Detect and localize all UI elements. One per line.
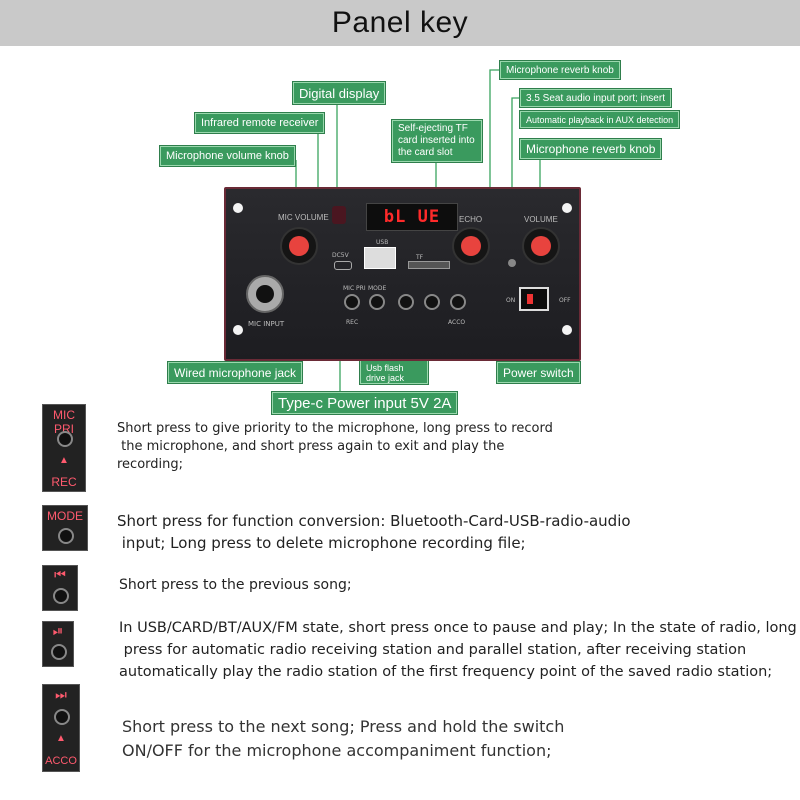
label-dc5v: DC5V bbox=[332, 252, 349, 259]
key-1-description: Short press to give priority to the micr… bbox=[117, 421, 553, 472]
typec-port[interactable] bbox=[334, 261, 352, 270]
callout-power-switch: Power switch bbox=[497, 362, 580, 383]
usb-port[interactable] bbox=[364, 247, 396, 269]
callout-typec: Type-c Power input 5V 2A bbox=[272, 392, 458, 414]
play-pause-button-icon: ⏯ bbox=[42, 621, 74, 667]
label-on: ON bbox=[506, 297, 516, 304]
mic-volume-knob[interactable] bbox=[280, 227, 318, 265]
infrared-receiver bbox=[332, 206, 346, 224]
callout-tf-card: Self-ejecting TF card inserted into the … bbox=[392, 120, 482, 162]
page-title: Panel key bbox=[331, 6, 469, 39]
previous-button-icon: ⏮ bbox=[42, 565, 78, 611]
callout-mic-reverb-right: Microphone reverb knob bbox=[520, 139, 662, 159]
wired-mic-jack[interactable] bbox=[246, 275, 284, 313]
callout-digital-display: Digital display bbox=[293, 82, 386, 104]
callout-wired-mic: Wired microphone jack bbox=[168, 362, 303, 383]
board-mode-button[interactable] bbox=[369, 294, 385, 310]
callout-infrared: Infrared remote receiver bbox=[195, 113, 325, 133]
aux-jack[interactable] bbox=[508, 259, 516, 267]
callout-mic-reverb-top: Microphone reverb knob bbox=[500, 61, 620, 79]
label-mic-input: MIC INPUT bbox=[248, 320, 285, 328]
mic-pri-rec-button-icon: MIC PRI ▲ REC bbox=[42, 404, 86, 492]
mode-button-icon: MODE bbox=[42, 505, 88, 551]
board-previous-button[interactable] bbox=[398, 294, 414, 310]
leader-mic-reverb-top bbox=[489, 69, 500, 236]
board-micpri-button[interactable] bbox=[344, 294, 360, 310]
label-acco: ACCO bbox=[448, 319, 466, 326]
label-off: OFF bbox=[559, 297, 571, 304]
board-play-pause-button[interactable] bbox=[424, 294, 440, 310]
callout-aux-detail: Automatic playback in AUX detection bbox=[520, 111, 680, 128]
amplifier-panel-board: MIC VOLUME ECHO VOLUME bL UE DC5V USB TF… bbox=[224, 187, 581, 361]
digital-display: bL UE bbox=[366, 203, 458, 231]
label-mic-volume: MIC VOLUME bbox=[278, 213, 329, 222]
mount-hole-top-right bbox=[562, 203, 572, 213]
label-echo: ECHO bbox=[459, 215, 483, 224]
callout-aux-port: 3.5 Seat audio input port; insert bbox=[520, 89, 671, 107]
label-usb: USB bbox=[376, 239, 389, 246]
key-3-description: Short press to the previous song; bbox=[119, 577, 352, 593]
page-header: Panel key bbox=[0, 0, 800, 46]
callout-mic-volume: Microphone volume knob bbox=[160, 146, 295, 166]
mount-hole-top-left bbox=[233, 203, 243, 213]
mount-hole-bottom-left bbox=[233, 325, 243, 335]
mount-hole-bottom-right bbox=[562, 325, 572, 335]
board-next-button[interactable] bbox=[450, 294, 466, 310]
callout-usb-drive: Usb flash drive jack bbox=[360, 360, 428, 384]
label-tf: TF bbox=[416, 254, 424, 261]
label-rec: REC bbox=[346, 319, 359, 326]
echo-knob[interactable] bbox=[452, 227, 490, 265]
label-micpri: MIC PRI bbox=[343, 285, 366, 292]
next-button-icon: ⏭ ▲ ACCO bbox=[42, 684, 80, 772]
key-5-description: Short press to the next song; Press and … bbox=[122, 717, 565, 760]
volume-knob[interactable] bbox=[522, 227, 560, 265]
label-volume: VOLUME bbox=[524, 215, 558, 224]
tf-card-slot[interactable] bbox=[408, 261, 450, 269]
label-mode: MODE bbox=[368, 285, 387, 292]
key-4-description: In USB/CARD/BT/AUX/FM state, short press… bbox=[119, 620, 797, 680]
power-switch[interactable] bbox=[519, 287, 549, 311]
key-2-description: Short press for function conversion: Blu… bbox=[117, 512, 631, 552]
